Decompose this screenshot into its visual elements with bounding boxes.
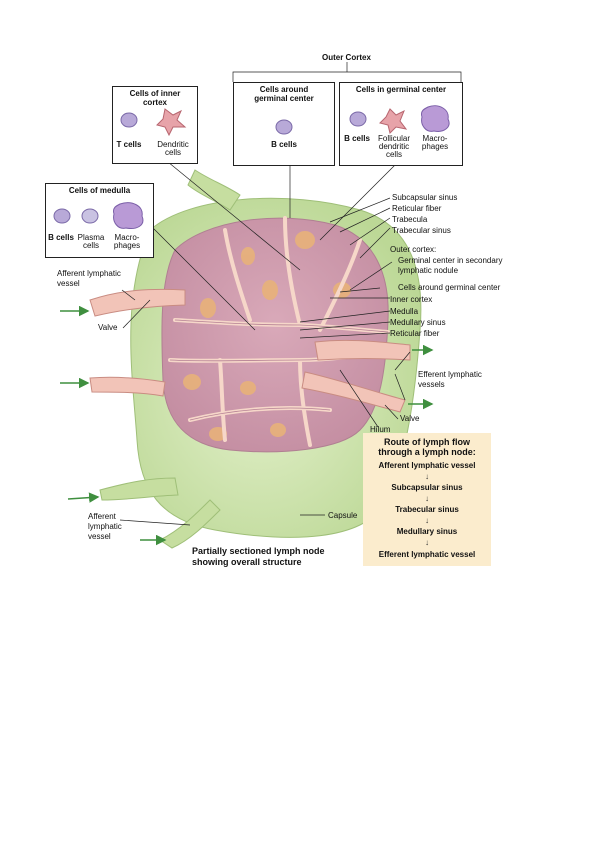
route-arrow: ↓ [425,516,429,525]
b-cell-icon [275,119,293,135]
follicular-dendritic-cells-label: Follicular dendritic cells [377,134,410,159]
route-arrow: ↓ [425,494,429,503]
plasma-cells-label: Plasma cells [77,233,105,250]
route-title-2: through a lymph node: [378,447,476,457]
b-cells-label: B cells [344,134,370,143]
lymph-flow-route-box: Route of lymph flow through a lymph node… [363,433,491,566]
route-title-1: Route of lymph flow [384,437,470,447]
b-cells-label: B cells [48,233,74,242]
afferent-vessel-bottom-label-2: lymphatic [88,522,122,531]
t-cell-icon [120,112,138,128]
afferent-vessel-top-label-2: vessel [57,279,80,288]
reticular-fiber-label-2: Reticular fiber [390,329,440,338]
dendritic-cell-icon [156,108,187,137]
trabecula-label: Trabecula [392,215,428,224]
box-title: Cells around germinal center [254,85,314,103]
afferent-tube-bottom [99,477,179,501]
t-cells-label: T cells [116,140,142,149]
lymphatic-nodule-label: lymphatic nodule [398,266,459,275]
subcapsular-sinus-label: Subcapsular sinus [392,193,458,202]
box-title: Cells of medulla [68,186,131,195]
afferent-tube-bottom-2 [159,499,221,549]
valve-right-label: Valve [400,414,420,423]
route-arrow: ↓ [425,538,429,547]
route-step: Efferent lymphatic vessel [378,550,476,559]
efferent-vessel-1 [314,339,411,361]
germinal-center-label: Germinal center in secondary [398,256,503,265]
medulla-label: Medulla [390,307,419,316]
afferent-vessel-left-1 [89,288,186,317]
macrophages-label: Macro- phages [113,233,141,250]
route-step: Subcapsular sinus [391,483,463,492]
inner-cortex-label: Inner cortex [390,295,433,304]
efferent-vessels-label: Efferent lymphatic [418,370,482,379]
b-cell-icon [349,111,367,127]
caption-line-1: Partially sectioned lymph node [192,546,325,556]
afferent-vessel-top-label: Afferent lymphatic [57,269,121,278]
medulla-cells-box: Cells of medulla B cells Plasma cells Ma… [45,183,154,258]
afferent-vessel-left-2 [89,376,166,397]
trabecular-sinus-label: Trabecular sinus [392,226,451,235]
macrophages-label: Macro- phages [421,134,449,151]
outer-cortex-label: Outer cortex: [390,245,437,254]
b-cell-icon [53,208,71,224]
medullary-sinus-label: Medullary sinus [390,318,446,327]
dendritic-cells-label: Dendritic cells [157,140,189,157]
b-cells-label: B cells [271,140,297,149]
valve-left-label: Valve [98,323,118,332]
plasma-cell-icon [81,208,99,224]
inner-cortex-cells-box: Cells of inner cortex T cells Dendritic … [112,86,198,164]
route-arrow: ↓ [425,472,429,481]
afferent-vessel-bottom-label: Afferent [88,512,116,521]
route-step: Trabecular sinus [395,505,459,514]
hilum-label: Hilum [370,425,391,434]
around-germinal-cells-box: Cells around germinal center B cells [233,82,335,166]
cells-around-germinal-label: Cells around germinal center [398,283,501,292]
in-germinal-cells-box: Cells in germinal center B cells Follicu… [339,82,463,166]
route-step: Afferent lymphatic vessel [378,461,476,470]
efferent-vessels-label-2: vessels [418,380,445,389]
efferent-vessel-2 [301,371,406,413]
box-title: Cells of inner cortex [129,89,181,107]
box-title: Cells in germinal center [355,85,447,94]
follicular-dendritic-cell-icon [379,108,408,134]
capsule-label: Capsule [328,511,358,520]
route-step: Medullary sinus [396,527,458,536]
reticular-fiber-label: Reticular fiber [392,204,442,213]
afferent-tube-top [187,169,241,211]
outer-cortex-heading: Outer Cortex [322,53,371,62]
macrophage-icon [421,105,450,132]
caption-line-2: showing overall structure [192,557,302,567]
afferent-vessel-bottom-label-3: vessel [88,532,111,541]
macrophage-icon [113,202,144,229]
